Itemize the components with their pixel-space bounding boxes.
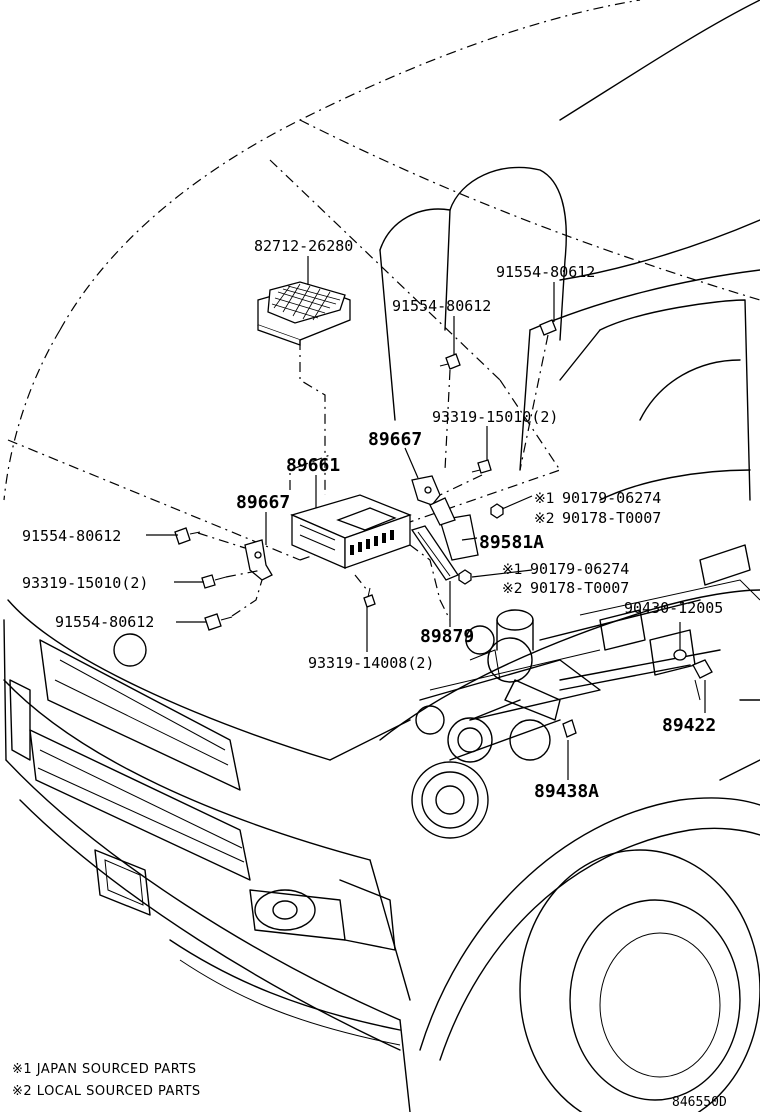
label-89438a: 89438A — [534, 781, 599, 802]
mark-1-b: ※1 — [502, 562, 523, 578]
label-90178-T0007-b: 90178-T0007 — [530, 579, 629, 597]
label-91554-80612-top: 91554-80612 — [496, 263, 595, 281]
relay-block-cover — [257, 281, 351, 346]
label-90179-06274-a: 90179-06274 — [562, 489, 661, 507]
mark-1-a: ※1 — [534, 491, 555, 507]
label-91554-80612-lower: 91554-80612 — [55, 613, 154, 631]
figure-code: 846550D — [672, 1095, 727, 1110]
mark-2-b: ※2 — [502, 581, 523, 597]
label-89422: 89422 — [662, 715, 716, 736]
front-wheel — [379, 544, 760, 1112]
sensor-89581a — [429, 497, 479, 561]
label-91554-80612-left: 91554-80612 — [22, 527, 121, 545]
label-91554-80612-mid: 91554-80612 — [392, 297, 491, 315]
label-93319-15010-upper: 93319-15010(2) — [432, 408, 558, 426]
label-89667-left: 89667 — [236, 492, 290, 513]
legend-note-1: ※1 JAPAN SOURCED PARTS — [12, 1062, 197, 1077]
label-89879: 89879 — [420, 626, 474, 647]
label-90179-06274-b: 90179-06274 — [530, 560, 629, 578]
fasteners — [174, 319, 713, 738]
label-89667-right: 89667 — [368, 429, 422, 450]
engine-assembly — [411, 579, 760, 839]
label-89661: 89661 — [286, 455, 340, 476]
leader-lines — [146, 256, 706, 780]
bracket-left — [244, 539, 273, 581]
label-90178-T0007-a: 90178-T0007 — [562, 509, 661, 527]
label-93319-15010-left: 93319-15010(2) — [22, 574, 148, 592]
legend: ※1 JAPAN SOURCED PARTS ※2 LOCAL SOURCED … — [12, 1062, 727, 1110]
vehicle-outline — [3, 0, 760, 1112]
sensor-89879 — [410, 525, 459, 581]
label-82712-26280: 82712-26280 — [254, 237, 353, 255]
ecu-box — [290, 494, 412, 569]
bracket-right — [411, 475, 441, 506]
mark-2-a: ※2 — [534, 511, 555, 527]
legend-note-2: ※2 LOCAL SOURCED PARTS — [12, 1084, 201, 1099]
label-93319-14008: 93319-14008(2) — [308, 654, 434, 672]
label-89581a: 89581A — [479, 532, 544, 553]
part-labels: 82712-26280 91554-80612 91554-80612 9331… — [22, 237, 723, 802]
label-90430-12005: 90430-12005 — [624, 599, 723, 617]
